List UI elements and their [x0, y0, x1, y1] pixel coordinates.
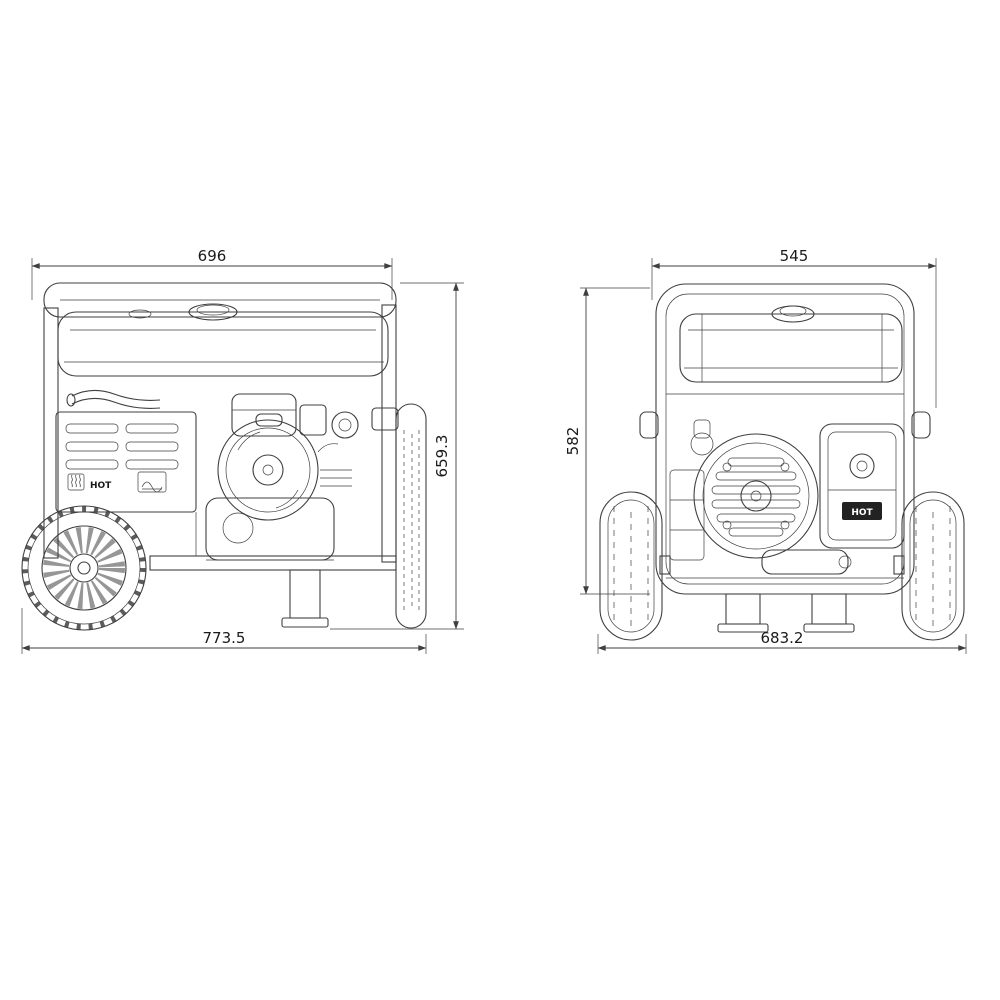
side-view-drawing: HOT: [21, 247, 464, 654]
side-wheel: [21, 505, 147, 631]
dim-side-bottom-length: 773.5: [21, 608, 427, 654]
hot-surface-icon: [67, 473, 85, 491]
dim-label-683-2: 683.2: [761, 629, 804, 647]
crankcase: [205, 497, 335, 561]
recoil-handle: [255, 413, 283, 427]
side-engine: [205, 393, 359, 561]
rear-left-details: [669, 419, 714, 561]
rear-feet: [717, 593, 855, 633]
rear-hot-label: HOT: [851, 508, 873, 518]
rear-engine: HOT: [819, 423, 905, 549]
burn-warning-icon: [137, 471, 167, 493]
dim-label-659-3: 659.3: [433, 435, 451, 478]
side-foot: [281, 569, 329, 628]
axle-left: [659, 555, 671, 575]
side-exhaust-pipe: [66, 389, 161, 409]
hot-badge: [842, 502, 882, 520]
dim-label-773-5: 773.5: [203, 629, 246, 647]
dim-label-545: 545: [780, 247, 809, 265]
fuel-cap: [188, 303, 238, 321]
rear-wheel-left: [599, 491, 671, 641]
carburetor: [299, 404, 327, 436]
dim-rear-height: 582: [564, 287, 650, 595]
tire-tread: [22, 506, 146, 630]
side-frame: [43, 282, 397, 571]
side-handle: [371, 403, 427, 629]
rear-view-drawing: HOT: [564, 247, 967, 654]
dim-rear-top-width: 545: [651, 247, 937, 408]
axle-right: [893, 555, 905, 575]
dim-label-582: 582: [564, 427, 582, 456]
dim-rear-bottom-width: 683.2: [597, 629, 967, 654]
air-cleaner: [231, 393, 297, 437]
handle-bracket-left: [639, 411, 659, 439]
dim-label-696: 696: [198, 247, 227, 265]
wheel-spokes: [43, 527, 125, 609]
side-louver-panel: HOT: [55, 411, 197, 556]
dim-side-height: 659.3: [330, 282, 464, 630]
rear-alternator: [693, 433, 819, 559]
recoil-starter: [217, 419, 319, 521]
handle-bracket-right: [911, 411, 931, 439]
rear-wheel-right: [893, 491, 965, 641]
rear-fuel-tank: [679, 305, 903, 383]
side-hot-label: HOT: [90, 481, 112, 491]
side-fuel-tank: [57, 303, 389, 377]
dim-side-top-width: 696: [31, 247, 393, 300]
rear-muffler: [761, 549, 852, 575]
fuel-valve: [331, 411, 359, 439]
